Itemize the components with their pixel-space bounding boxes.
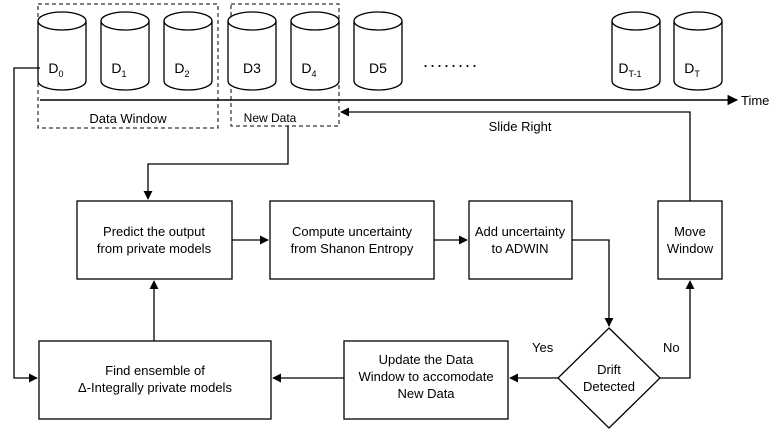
- add-box: [468, 200, 573, 280]
- data-block-cylinder: D1: [100, 11, 150, 91]
- update-window-box: [343, 340, 509, 420]
- data-block-cylinder: DT-1: [611, 11, 661, 91]
- data-block-cylinder: D5: [353, 11, 403, 91]
- find-ensemble-box: [38, 340, 272, 420]
- data-block-label: D3: [243, 60, 261, 76]
- arrow-drift-no-to-move: [660, 280, 695, 379]
- new-data-label: New Data: [244, 111, 297, 125]
- data-block-cylinder: D3: [227, 11, 277, 91]
- yes-label: Yes: [532, 340, 554, 355]
- data-block-cylinder: D0: [37, 11, 87, 91]
- data-block-cylinder: D2: [163, 11, 213, 91]
- time-axis-label: Time: [741, 93, 769, 108]
- move-window-box: [657, 200, 723, 280]
- no-label: No: [663, 340, 680, 355]
- data-block-cylinder: DT: [673, 11, 723, 91]
- drift-decision-diamond: [557, 327, 661, 429]
- arrow-add-to-drift: [572, 239, 614, 327]
- slide-right-label: Slide Right: [489, 119, 552, 134]
- arrow-newdata-to-predict: [143, 126, 289, 200]
- arrow-move-slide-right: [340, 107, 691, 201]
- compute-box: [269, 200, 435, 280]
- data-window-label: Data Window: [89, 111, 167, 126]
- data-block-label: D5: [369, 60, 387, 76]
- arrow-d0-to-find: [13, 67, 40, 383]
- predict-box: [76, 200, 233, 280]
- data-block-cylinder: D4: [290, 11, 340, 91]
- ellipsis: ........: [423, 51, 479, 71]
